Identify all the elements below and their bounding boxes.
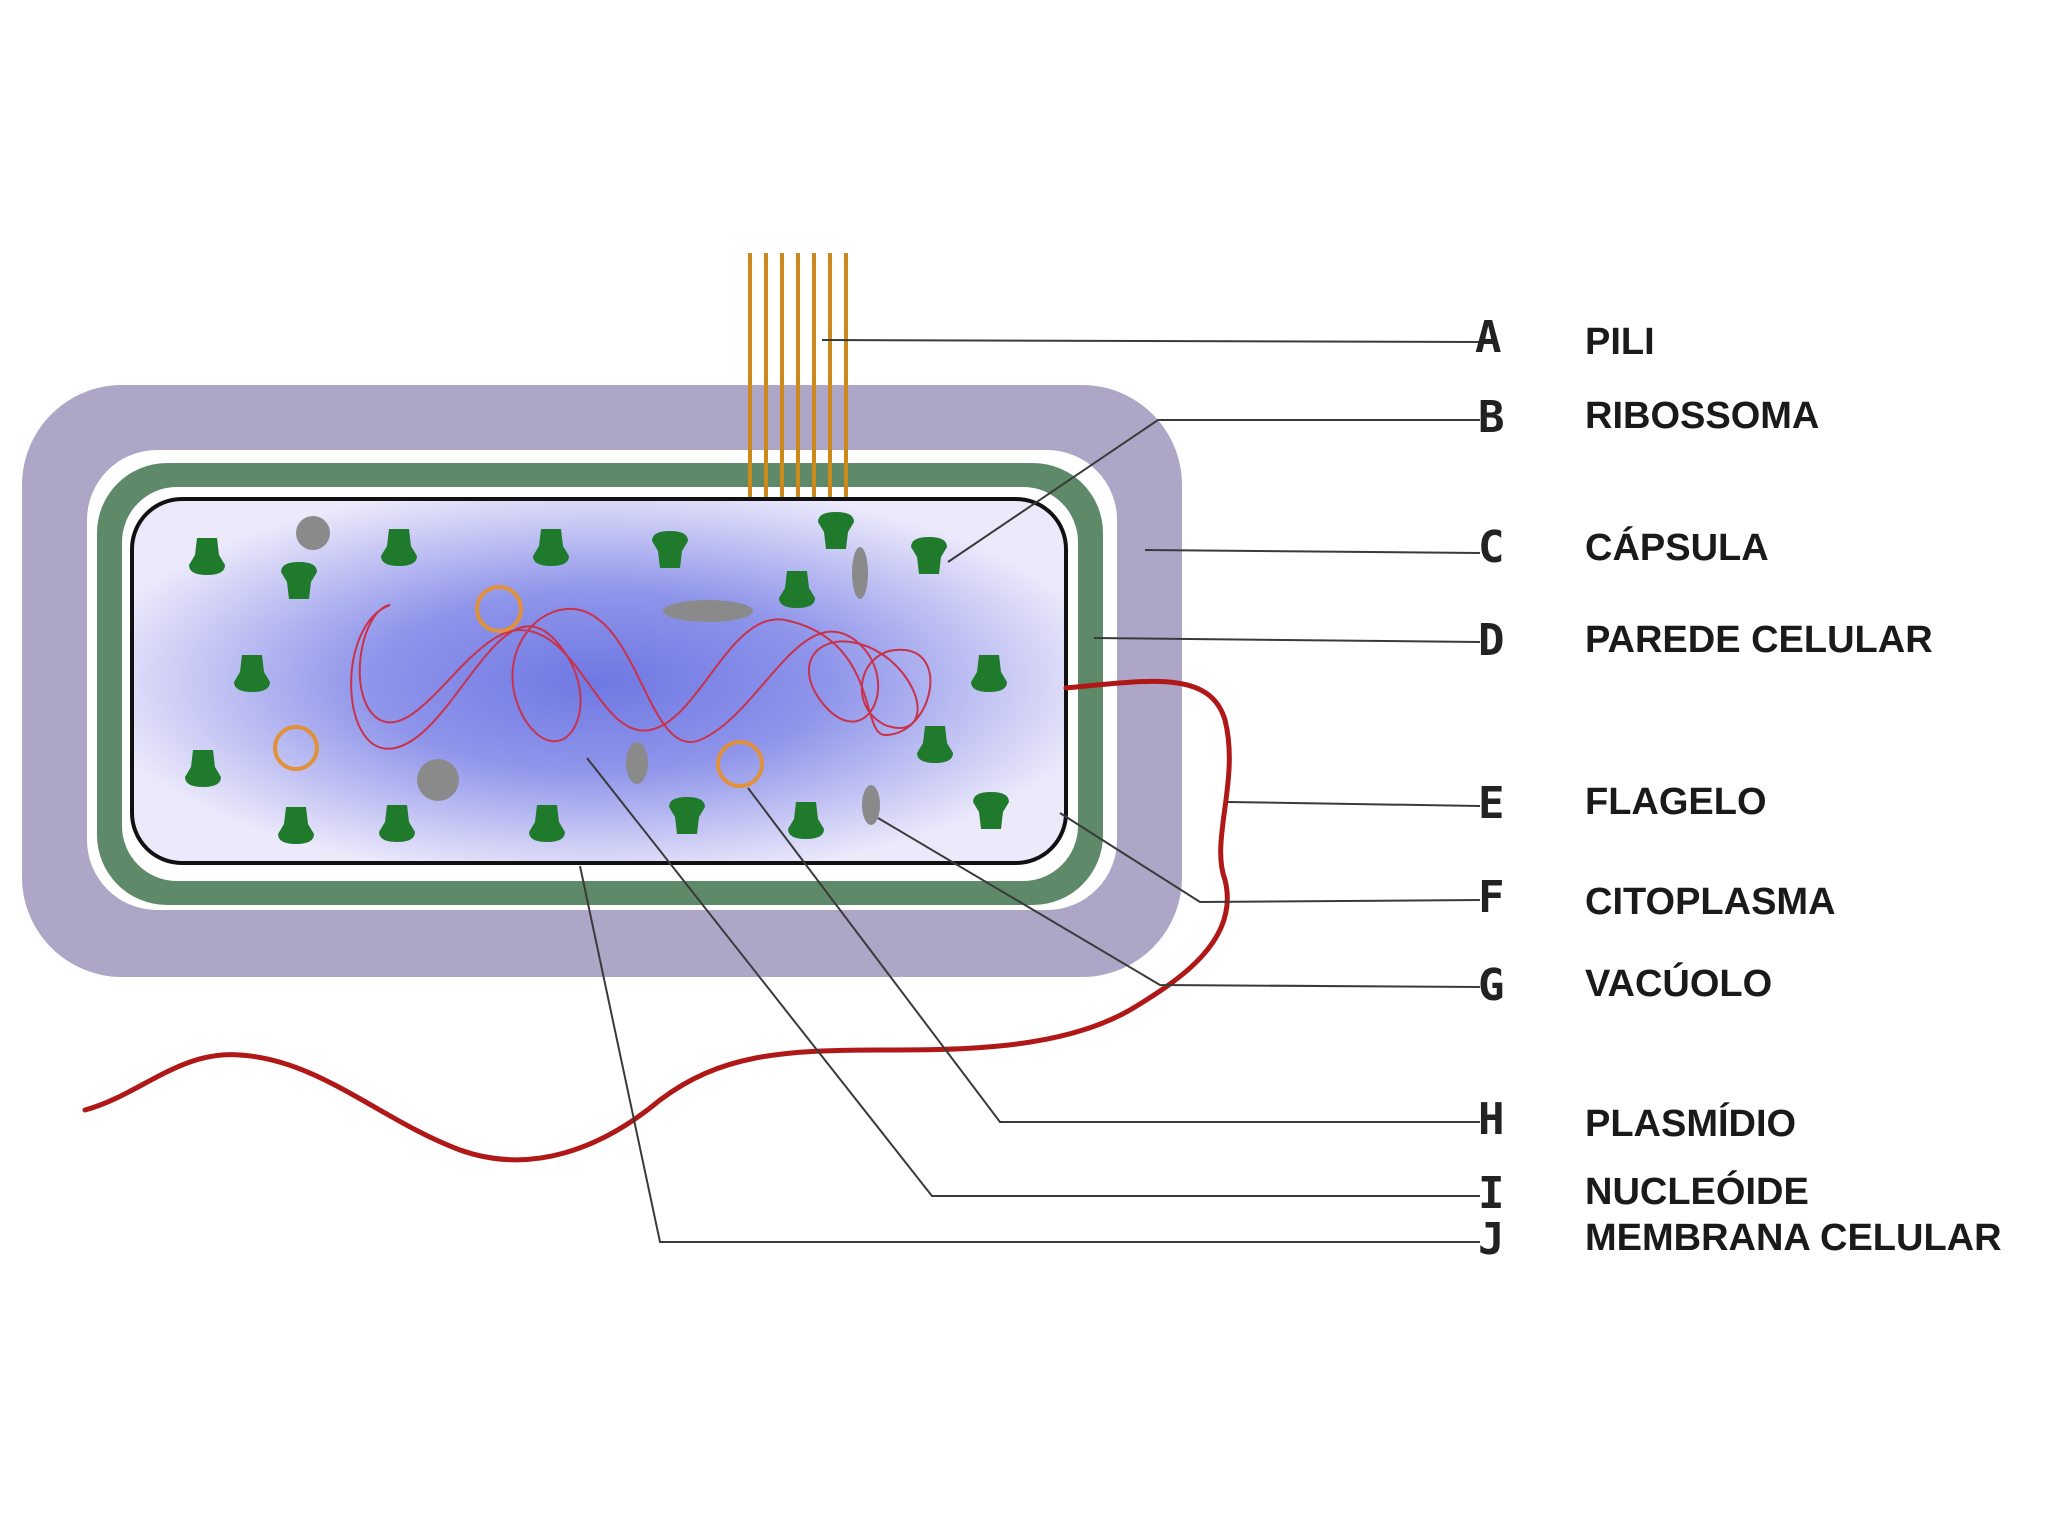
ribosome xyxy=(189,538,225,575)
ribosome xyxy=(281,562,317,599)
plasmid xyxy=(273,725,319,771)
nucleoid xyxy=(350,604,932,750)
leader-plasmid xyxy=(747,787,1480,1123)
plasmid xyxy=(716,740,764,788)
label-letter-j: J xyxy=(1478,1214,1505,1265)
vacuoles xyxy=(296,516,880,825)
label-letter-a: A xyxy=(1475,312,1502,363)
label-ribosome: RIBOSSOMA xyxy=(1585,395,1819,437)
ribosome xyxy=(381,529,417,566)
cell-membrane xyxy=(130,497,1068,865)
leader-cytoplasm xyxy=(1059,812,1481,904)
ribosome xyxy=(779,571,815,608)
ribosome xyxy=(917,726,953,763)
label-flagellum: FLAGELO xyxy=(1585,781,1767,823)
ribosome xyxy=(971,655,1007,692)
label-plasmid: PLASMÍDIO xyxy=(1585,1101,1796,1145)
vacuole xyxy=(296,516,330,550)
ribosome xyxy=(973,792,1009,829)
leader-flagellum xyxy=(1227,801,1481,807)
ribosome xyxy=(652,531,688,568)
plasmid xyxy=(475,585,523,633)
vacuole xyxy=(417,759,459,801)
label-pili: PILI xyxy=(1585,321,1655,363)
label-cytoplasm: CITOPLASMA xyxy=(1585,881,1836,923)
label-vacuole: VACÚOLO xyxy=(1585,961,1772,1005)
ribosome xyxy=(818,512,854,549)
ribosome xyxy=(379,805,415,842)
label-cell-wall: PAREDE CELULAR xyxy=(1585,619,1933,661)
label-membrane: MEMBRANA CELULAR xyxy=(1585,1217,2002,1259)
label-letter-c: C xyxy=(1478,522,1505,573)
leader-nucleoid xyxy=(586,757,1480,1197)
ribosomes xyxy=(185,512,1009,844)
leader-ribosome xyxy=(947,419,1480,563)
ribosome xyxy=(533,529,569,566)
label-letters: A B C D E F G H I J xyxy=(1475,312,1505,1265)
label-letter-e: E xyxy=(1478,778,1505,829)
label-letter-h: H xyxy=(1478,1094,1505,1145)
label-letter-g: G xyxy=(1478,960,1505,1011)
label-capsule: CÁPSULA xyxy=(1585,525,1769,569)
label-nucleoid: NUCLEÓIDE xyxy=(1585,1169,1809,1213)
ribosome xyxy=(278,807,314,844)
vacuole xyxy=(862,785,880,825)
label-letter-f: F xyxy=(1478,872,1505,923)
label-letter-i: I xyxy=(1478,1168,1505,1219)
leader-capsule xyxy=(1144,549,1481,554)
vacuole xyxy=(626,742,648,784)
vacuole xyxy=(852,547,868,599)
ribosome xyxy=(788,802,824,839)
leader-pili xyxy=(821,339,1481,343)
pili xyxy=(748,253,848,497)
ribosome xyxy=(234,655,270,692)
label-names: PILI RIBOSSOMA CÁPSULA PAREDE CELULAR FL… xyxy=(1585,321,2002,1259)
ribosome xyxy=(529,805,565,842)
ribosome xyxy=(669,797,705,834)
label-letter-d: D xyxy=(1478,615,1505,666)
label-letter-b: B xyxy=(1478,392,1505,443)
leader-cell-wall xyxy=(1093,637,1481,643)
ribosome xyxy=(185,750,221,787)
leader-membrane xyxy=(579,865,1480,1243)
vacuole xyxy=(663,600,753,622)
leader-lines xyxy=(579,339,1481,1243)
plasmids xyxy=(273,585,764,788)
leader-vacuole xyxy=(877,817,1481,988)
ribosome xyxy=(911,537,947,574)
flagellum xyxy=(82,678,1232,1163)
